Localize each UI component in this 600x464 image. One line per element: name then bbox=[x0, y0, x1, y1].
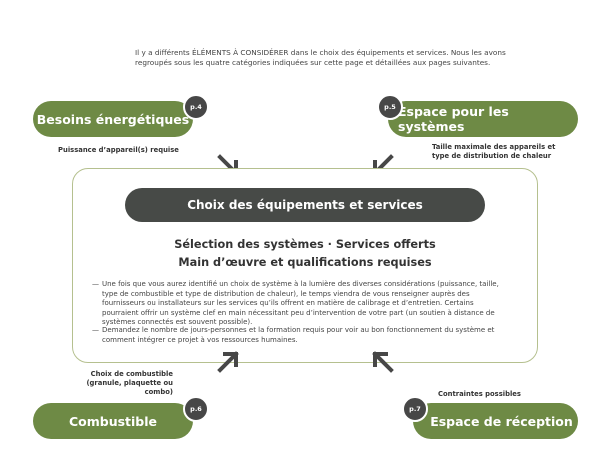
besoins-energetiques-label: Besoins énergétiques bbox=[36, 111, 190, 127]
intro-text: Il y a différents ÉLÉMENTS À CONSIDÉRER … bbox=[135, 48, 506, 67]
arrow-up-left-icon bbox=[372, 351, 394, 373]
combustible-note: Choix de combustible (granule, plaquette… bbox=[58, 370, 173, 397]
choix-equipements-label: Choix des équipements et services bbox=[187, 198, 423, 212]
bullet-item-2: — Demandez le nombre de jours-personnes … bbox=[92, 326, 512, 345]
besoins-energetiques-pill: Besoins énergétiques bbox=[33, 101, 193, 137]
page-badge-espace-systemes: p.5 bbox=[377, 94, 403, 120]
subtitle-main-oeuvre: Main d’œuvre et qualifications requises bbox=[178, 256, 432, 269]
combustible-note-line2: (granule, plaquette ou combo) bbox=[86, 379, 173, 396]
espace-reception-label: Espace de réception bbox=[430, 413, 573, 429]
bullet-dash: — bbox=[92, 280, 99, 288]
espace-systemes-pill: Espace pour les systèmes bbox=[388, 101, 578, 137]
combustible-note-line1: Choix de combustible bbox=[90, 370, 173, 378]
espace-systemes-label: Espace pour les systèmes bbox=[398, 104, 509, 134]
reception-note: Contraintes possibles bbox=[438, 390, 521, 398]
subtitle-selection: Sélection des systèmes · Services offert… bbox=[174, 238, 436, 251]
espace-systemes-note-line1: Taille maximale des appareils et bbox=[432, 143, 556, 151]
arrow-up-right-icon bbox=[217, 351, 239, 373]
page-badge-reception: p.7 bbox=[402, 396, 428, 422]
combustible-label: Combustible bbox=[68, 413, 158, 429]
bullet-dash: — bbox=[92, 326, 99, 334]
bullet-item-1: — Une fois que vous aurez identifié un c… bbox=[92, 280, 512, 328]
bullet-text-2: Demandez le nombre de jours-personnes et… bbox=[102, 326, 495, 344]
page-badge-combustible: p.6 bbox=[183, 396, 209, 422]
combustible-pill: Combustible bbox=[33, 403, 193, 439]
choix-equipements-title: Choix des équipements et services bbox=[125, 188, 485, 222]
espace-systemes-note-line2: type de distribution de chaleur bbox=[432, 152, 552, 160]
espace-systemes-note: Taille maximale des appareils et type de… bbox=[432, 143, 555, 161]
page-badge-besoins: p.4 bbox=[183, 94, 209, 120]
espace-reception-pill: Espace de réception bbox=[413, 403, 578, 439]
besoins-note: Puissance d’appareil(s) requise bbox=[58, 146, 179, 154]
bullet-text-1: Une fois que vous aurez identifié un cho… bbox=[102, 280, 499, 326]
